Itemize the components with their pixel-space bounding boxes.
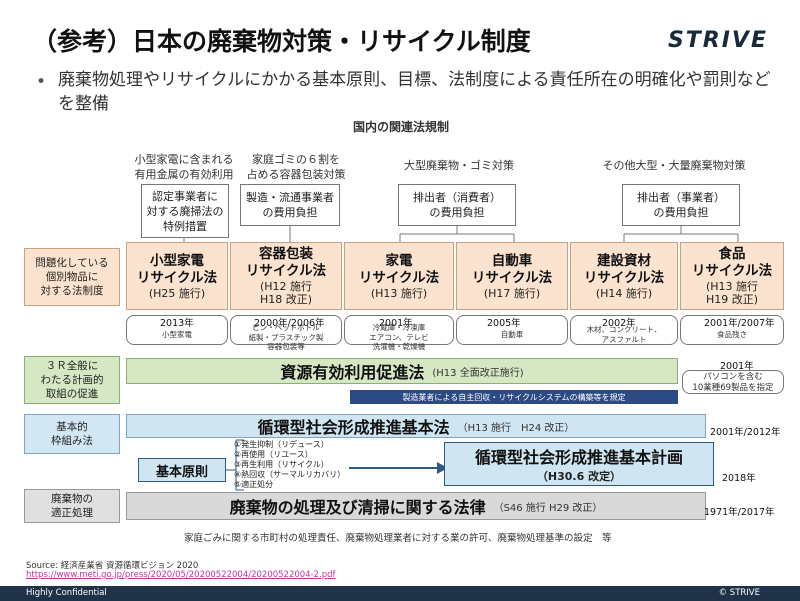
basic-plan-box: 循環型社会形成推進基本計画 （H30.6 改定） [444, 442, 714, 486]
plan-arrow [349, 462, 448, 474]
bullet-text: 廃棄物処理やリサイクルにかかる基本原則、目標、法制度による責任所在の明確化や罰則… [58, 70, 771, 114]
label-individual-items: 問題化している 個別物品に 対する法制度 [24, 248, 120, 306]
topbox-special-measure: 認定事業者に 対する廃掃法の 特例措置 [141, 184, 229, 238]
year-construction: 2002年 [602, 318, 636, 329]
law-food: 食品 リサイクル法 (H13 施行 H19 改正) [680, 242, 784, 310]
principle-steps: ①発生抑制（リデュース） ②再使用（リユース） ③再生利用（リサイクル） ④熱回… [234, 440, 346, 489]
basic-principle-box: 基本原則 [138, 458, 226, 482]
footer-bar [0, 586, 800, 601]
resource-law-name: 資源有効利用促進法 [280, 363, 425, 382]
category-large-waste: 大型廃棄物・ゴミ対策 [404, 159, 514, 172]
detail-bracket [680, 315, 784, 345]
topbox-manufacturer-cost: 製造・流通事業者 の費用負担 [240, 184, 340, 226]
year-automobile: 2005年 [487, 318, 521, 329]
basic-plan-sub: （H30.6 改定） [536, 470, 622, 483]
law-home-appliance: 家電 リサイクル法 (H13 施行) [344, 242, 454, 310]
basic-law-year: 2001年/2012年 [710, 427, 781, 438]
basic-plan-year: 2018年 [722, 473, 756, 484]
detail-packaging: ビン・ペットボトル 紙製・プラスチック製 容器包装等 [248, 323, 324, 351]
detail-home-appliance: 冷蔵庫・冷凍庫 エアコン、テレビ 洗濯機・乾燥機 [369, 323, 429, 351]
resource-law-side-note: パソコンを含む 10業種69製品を指定 [692, 372, 774, 393]
detail-bracket [344, 315, 454, 345]
basic-plan-name: 循環型社会形成推進基本計画 [474, 448, 683, 467]
law-packaging: 容器包装 リサイクル法 (H12 施行 H18 改正) [230, 242, 342, 310]
resource-law-sub: (H13 全面改正施行) [432, 367, 524, 379]
waste-law-year: 1971年/2017年 [704, 507, 775, 518]
law-construction: 建設資材 リサイクル法 (H14 施行) [570, 242, 678, 310]
waste-law-bar: 廃棄物の処理及び清掃に関する法律 （S46 施行 H29 改正） [126, 492, 706, 520]
resource-law-side-bracket [682, 370, 784, 394]
label-waste-treatment: 廃棄物の 適正処理 [24, 489, 120, 523]
strive-logo: STRIVE [667, 28, 768, 53]
resource-law-note: 製造業者による自主回収・リサイクルシステムの構築等を規定 [350, 390, 678, 404]
detail-bracket [570, 315, 678, 345]
category-small-appliance: 小型家電に含まれる 有用金属の有効利用 [134, 153, 234, 181]
basic-law-bar: 循環型社会形成推進基本法 （H13 施行 H24 改正） [126, 414, 706, 438]
detail-food: 食品残さ [717, 330, 747, 339]
detail-bracket [456, 315, 568, 345]
source-link[interactable]: https://www.meti.go.jp/press/2020/05/202… [26, 570, 336, 580]
topbox-business-cost: 排出者（事業者） の費用負担 [622, 184, 740, 226]
year-home-appliance: 2001年 [379, 318, 413, 329]
waste-law-name: 廃棄物の処理及び清掃に関する法律 [229, 498, 486, 517]
resource-law-bar: 資源有効利用促進法 (H13 全面改正施行) [126, 358, 678, 384]
diagram-title: 国内の関連法規制 [352, 120, 449, 134]
label-3r-promotion: ３Ｒ全般に わたる計画的 取組の促進 [24, 356, 120, 404]
resource-law-year: 2001年 [720, 361, 754, 372]
footer-copyright: © STRIVE [718, 588, 760, 598]
category-other-large: その他大型・大量廃棄物対策 [602, 159, 746, 172]
detail-bracket [230, 315, 342, 345]
law-small-appliance: 小型家電 リサイクル法 (H25 施行) [126, 242, 228, 310]
year-food: 2001年/2007年 [704, 318, 775, 329]
waste-law-sub: （S46 施行 H29 改正） [493, 502, 603, 514]
page-title: （参考）日本の廃棄物対策・リサイクル制度 [32, 27, 531, 56]
connector-lines [183, 226, 739, 242]
detail-small-appliance: 小型家電 [162, 330, 192, 339]
waste-law-note: 家庭ごみに関する市町村の処理責任、廃棄物処理業者に対する業の許可、廃棄物処理基準… [184, 533, 612, 544]
year-packaging: 2000年/2006年 [254, 318, 325, 329]
bullet-marker: • [36, 72, 47, 92]
category-packaging: 家庭ゴミの６割を 占める容器包装対策 [246, 153, 346, 181]
source-label: Source: 経済産業省 資源循環ビジョン 2020 [26, 561, 199, 571]
basic-law-sub: （H13 施行 H24 改正） [457, 422, 575, 434]
detail-automobile: 自動車 [500, 330, 524, 339]
law-automobile: 自動車 リサイクル法 (H17 施行) [456, 242, 568, 310]
basic-law-name: 循環型社会形成推進基本法 [257, 418, 450, 437]
footer-confidential: Highly Confidential [26, 588, 107, 598]
detail-bracket [126, 315, 228, 345]
year-small-appliance: 2013年 [160, 318, 194, 329]
principle-connector [226, 439, 244, 491]
topbox-consumer-cost: 排出者（消費者） の費用負担 [398, 184, 516, 226]
law-diagram: 国内の関連法規制 小型家電に含まれる 有用金属の有効利用 家庭ゴミの６割を 占め… [14, 118, 788, 556]
label-basic-framework: 基本的 枠組み法 [24, 414, 120, 454]
detail-construction: 木材、コンクリート、 アスファルト [586, 325, 662, 344]
